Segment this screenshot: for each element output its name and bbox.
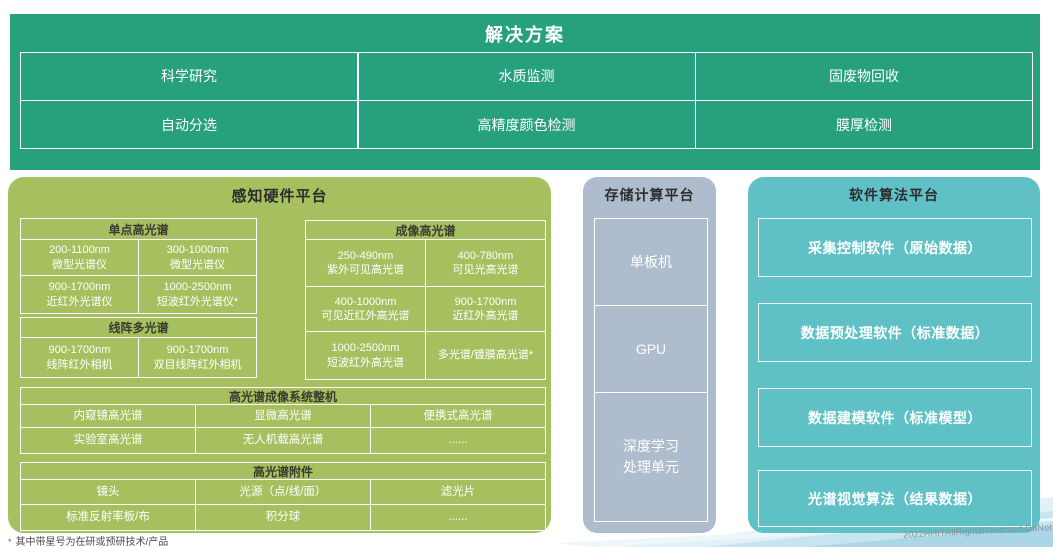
table-cell: 900-1700nm 线阵红外相机 [21,338,138,377]
solution-cell-color: 高精度颜色检测 [358,101,695,148]
table-cell: 便携式高光谱 [371,405,545,427]
software-box-acquisition: 采集控制软件（原始数据） [758,218,1032,277]
table-header: 高光谱附件 [21,463,545,479]
software-box-vision-algo: 光谱视觉算法（结果数据） [758,470,1032,527]
solution-cell-waste: 固废物回收 [696,53,1032,100]
table-cell: 300-1000nm 微型光谱仪 [139,240,256,275]
table-cell-gpu: GPU [595,306,707,392]
storage-computing-panel: 存储计算平台 单板机 GPU 深度学习 处理单元 [583,177,716,533]
solution-cell-water: 水质监测 [358,53,695,100]
footnote-text: 其中带星号为在研或预研技术/产品 [15,537,169,547]
solutions-title: 解决方案 [485,25,565,45]
table-cell: 1000-2500nm 短波红外高光谱 [306,332,425,379]
imaging-system-table: 高光谱成像系统整机 内窥镜高光谱 显微高光谱 便携式高光谱 实验室高光谱 无人机… [20,387,546,454]
hardware-platform-panel: 感知硬件平台 单点高光谱 200-1100nm 微型光谱仪 300-1000nm… [8,177,551,533]
footnote: *其中带星号为在研或预研技术/产品 [8,533,168,547]
software-algorithm-panel: 软件算法平台 采集控制软件（原始数据） 数据预处理软件（标准数据） 数据建模软件… [748,177,1040,533]
solution-cell-film: 膜厚检测 [696,101,1032,148]
solution-cell-science: 科学研究 [21,53,357,100]
table-cell: 内窥镜高光谱 [21,405,195,427]
table-cell: 200-1100nm 微型光谱仪 [21,240,138,275]
solutions-grid: 科学研究 水质监测 固废物回收 自动分选 高精度颜色检测 膜厚检测 [20,52,1033,149]
table-cell: 1000-2500nm 短波红外光谱仪* [139,276,256,313]
table-cell: ...... [371,428,545,453]
table-header: 成像高光谱 [306,221,545,239]
software-box-preprocess: 数据预处理软件（标准数据） [758,303,1032,362]
table-cell: 250-490nm 紫外可见高光谱 [306,240,425,286]
table-cell: 900-1700nm 双目线阵红外相机 [139,338,256,377]
table-cell: 光源（点/线/面） [196,480,370,504]
table-cell: 900-1700nm 近红外高光谱 [426,287,545,331]
storage-computing-title: 存储计算平台 [604,187,695,203]
table-cell: 多光谱/镀膜高光谱* [426,332,545,379]
accessories-table: 高光谱附件 镜头 光源（点/线/面） 滤光片 标准反射率板/布 积分球 ....… [20,462,546,531]
table-cell: 400-1000nm 可见近红外高光谱 [306,287,425,331]
single-point-spectral-table: 单点高光谱 200-1100nm 微型光谱仪 300-1000nm 微型光谱仪 … [20,218,257,314]
table-cell: 实验室高光谱 [21,428,195,453]
storage-units-table: 单板机 GPU 深度学习 处理单元 [594,218,708,522]
asterisk-marker: * [8,537,12,547]
table-cell: 400-780nm 可见光高光谱 [426,240,545,286]
table-cell: 显微高光谱 [196,405,370,427]
imaging-hyperspectral-table: 成像高光谱 250-490nm 紫外可见高光谱 400-780nm 可见光高光谱… [305,220,546,380]
table-cell: 无人机载高光谱 [196,428,370,453]
table-cell-dl-unit: 深度学习 处理单元 [595,393,707,521]
table-cell: 滤光片 [371,480,545,504]
software-algorithm-title: 软件算法平台 [849,187,939,203]
table-cell: 900-1700nm 近红外光谱仪 [21,276,138,313]
solutions-panel: 解决方案 科学研究 水质监测 固废物回收 自动分选 高精度颜色检测 膜厚检测 [10,14,1040,170]
table-cell-single-board: 单板机 [595,219,707,305]
table-header: 高光谱成像系统整机 [21,388,545,404]
table-header: 单点高光谱 [21,219,256,239]
table-cell: ...... [371,505,545,530]
solution-cell-sorting: 自动分选 [21,101,357,148]
table-header: 线阵多光谱 [21,318,256,337]
table-cell: 标准反射率板/布 [21,505,195,530]
table-cell: 镜头 [21,480,195,504]
hardware-platform-title: 感知硬件平台 [231,188,328,205]
table-cell: 积分球 [196,505,370,530]
line-array-multispectral-table: 线阵多光谱 900-1700nm 线阵红外相机 900-1700nm 双目线阵红… [20,317,257,378]
software-box-modeling: 数据建模软件（标准模型） [758,388,1032,447]
